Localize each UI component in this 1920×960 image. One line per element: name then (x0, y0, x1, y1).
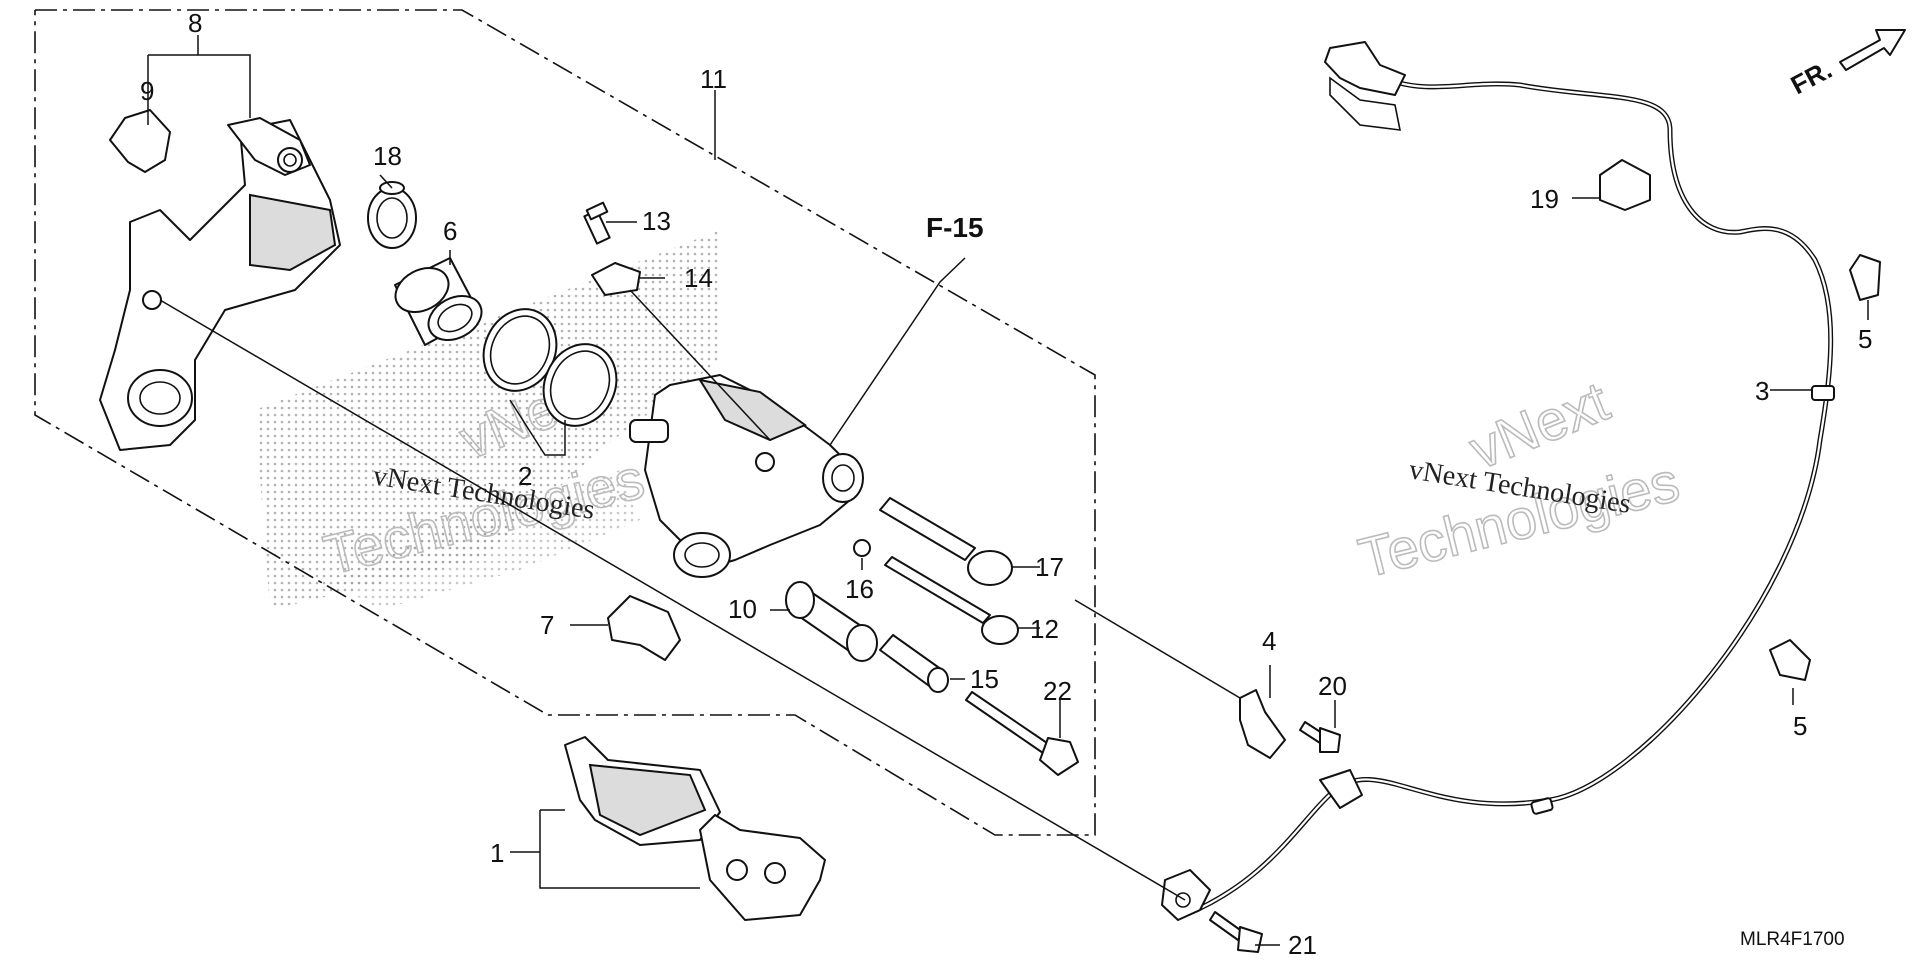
callout-9: 9 (140, 76, 154, 106)
bolt-20 (1299, 721, 1341, 753)
callout-8: 8 (188, 8, 202, 38)
pin-bolt-17 (879, 497, 1013, 586)
callout-16: 16 (845, 574, 874, 604)
callout-21: 21 (1288, 930, 1317, 960)
assembly-boundary (34, 9, 1096, 836)
callout-22: 22 (1043, 676, 1072, 706)
callout-2: 2 (518, 461, 532, 491)
piston-seals (482, 308, 618, 427)
callout-11: 11 (700, 64, 727, 94)
reference-link: F-15 (926, 212, 984, 243)
pad-retainer (607, 595, 681, 661)
callout-12: 12 (1030, 614, 1059, 644)
callout-20: 20 (1318, 671, 1347, 701)
bolt-22 (965, 691, 1079, 776)
callout-18: 18 (373, 141, 402, 171)
pad-spring (109, 109, 171, 173)
caliper-body (629, 374, 864, 578)
stipple-shading (255, 230, 720, 610)
callout-17: 17 (1035, 552, 1064, 582)
wire-clip-lower (1769, 639, 1811, 681)
pin-bolt-12 (884, 556, 1019, 645)
callout-3: 3 (1755, 376, 1769, 406)
watermark-right-outline-1: vNext (1461, 369, 1618, 481)
drawing-code: MLR4F1700 (1740, 929, 1845, 950)
wire-clip-upper (1849, 254, 1881, 301)
callout-1: 1 (490, 838, 504, 868)
wire-clamp (1599, 159, 1651, 211)
callout-5-lower: 5 (1793, 711, 1807, 741)
piston (394, 257, 483, 346)
brake-pads (564, 736, 826, 921)
sleeve-10 (785, 581, 878, 662)
bolt-21 (1209, 911, 1263, 953)
callout-15: 15 (970, 664, 999, 694)
callout-14: 14 (684, 263, 713, 293)
callouts: 1 2 3 4 5 5 6 7 8 9 11 10 12 13 14 15 16… (140, 8, 1872, 960)
bleed-cap (591, 262, 641, 296)
callout-5-upper: 5 (1858, 324, 1872, 354)
callout-4: 4 (1262, 626, 1276, 656)
callout-10: 10 (728, 594, 757, 624)
bleed-valve (583, 201, 611, 245)
speed-sensor-wire (1161, 41, 1835, 921)
callout-13: 13 (642, 206, 671, 236)
callout-7: 7 (540, 610, 554, 640)
caliper-bracket (99, 117, 341, 451)
front-direction-arrow: FR. (1786, 29, 1906, 100)
callout-6: 6 (443, 216, 457, 246)
leader-lines (147, 35, 1869, 946)
watermark-right: vNext Technologies vNext Technologies (1352, 368, 1686, 590)
callout-19: 19 (1530, 184, 1559, 214)
washer-16 (853, 539, 871, 557)
direction-label: FR. (1786, 54, 1837, 100)
wire-guide (1239, 689, 1286, 759)
sleeve-15 (879, 634, 949, 693)
pin-boot (367, 181, 417, 249)
